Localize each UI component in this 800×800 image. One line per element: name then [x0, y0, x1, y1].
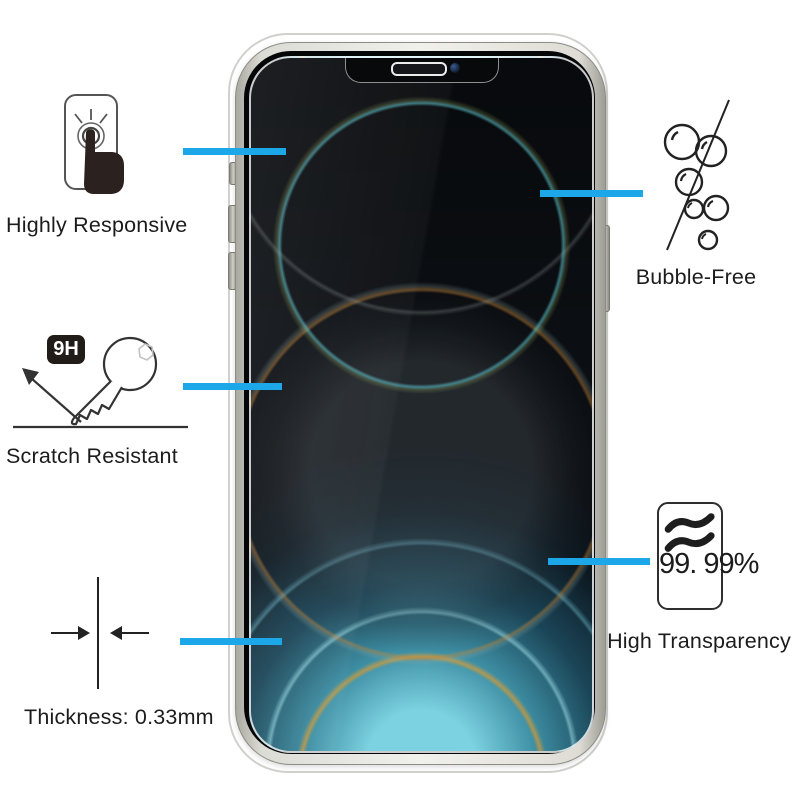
screen-protector-outline: [228, 33, 608, 773]
notch: [344, 58, 499, 83]
phone-screen-wallpaper: [249, 56, 594, 753]
feature-label-high-transparency: High Transparency: [607, 629, 791, 653]
connector-highly-responsive: [183, 148, 286, 155]
feature-label-thickness: Thickness: 0.33mm: [24, 705, 214, 729]
feature-label-bubble-free: Bubble-Free: [635, 265, 757, 289]
feature-label-scratch-resistant: Scratch Resistant: [6, 444, 178, 468]
hardness-9h-badge: 9H: [47, 335, 85, 364]
key-scratch-icon: [13, 336, 188, 429]
connector-thickness: [180, 638, 282, 645]
connector-bubble-free: [540, 190, 643, 197]
feature-label-highly-responsive: Highly Responsive: [6, 213, 188, 237]
speaker-grille-icon: [390, 62, 447, 76]
connector-high-transparency: [548, 558, 650, 565]
front-camera-icon: [449, 63, 460, 73]
connector-scratch-resistant: [183, 383, 282, 390]
touch-press-icon: [64, 94, 124, 194]
shine-waves-icon: [664, 513, 715, 552]
transparency-icon: [657, 502, 723, 610]
thickness-arrows-icon: [51, 577, 149, 689]
no-bubbles-icon: [663, 99, 730, 251]
transparency-percentage: 99. 99%: [659, 548, 759, 580]
